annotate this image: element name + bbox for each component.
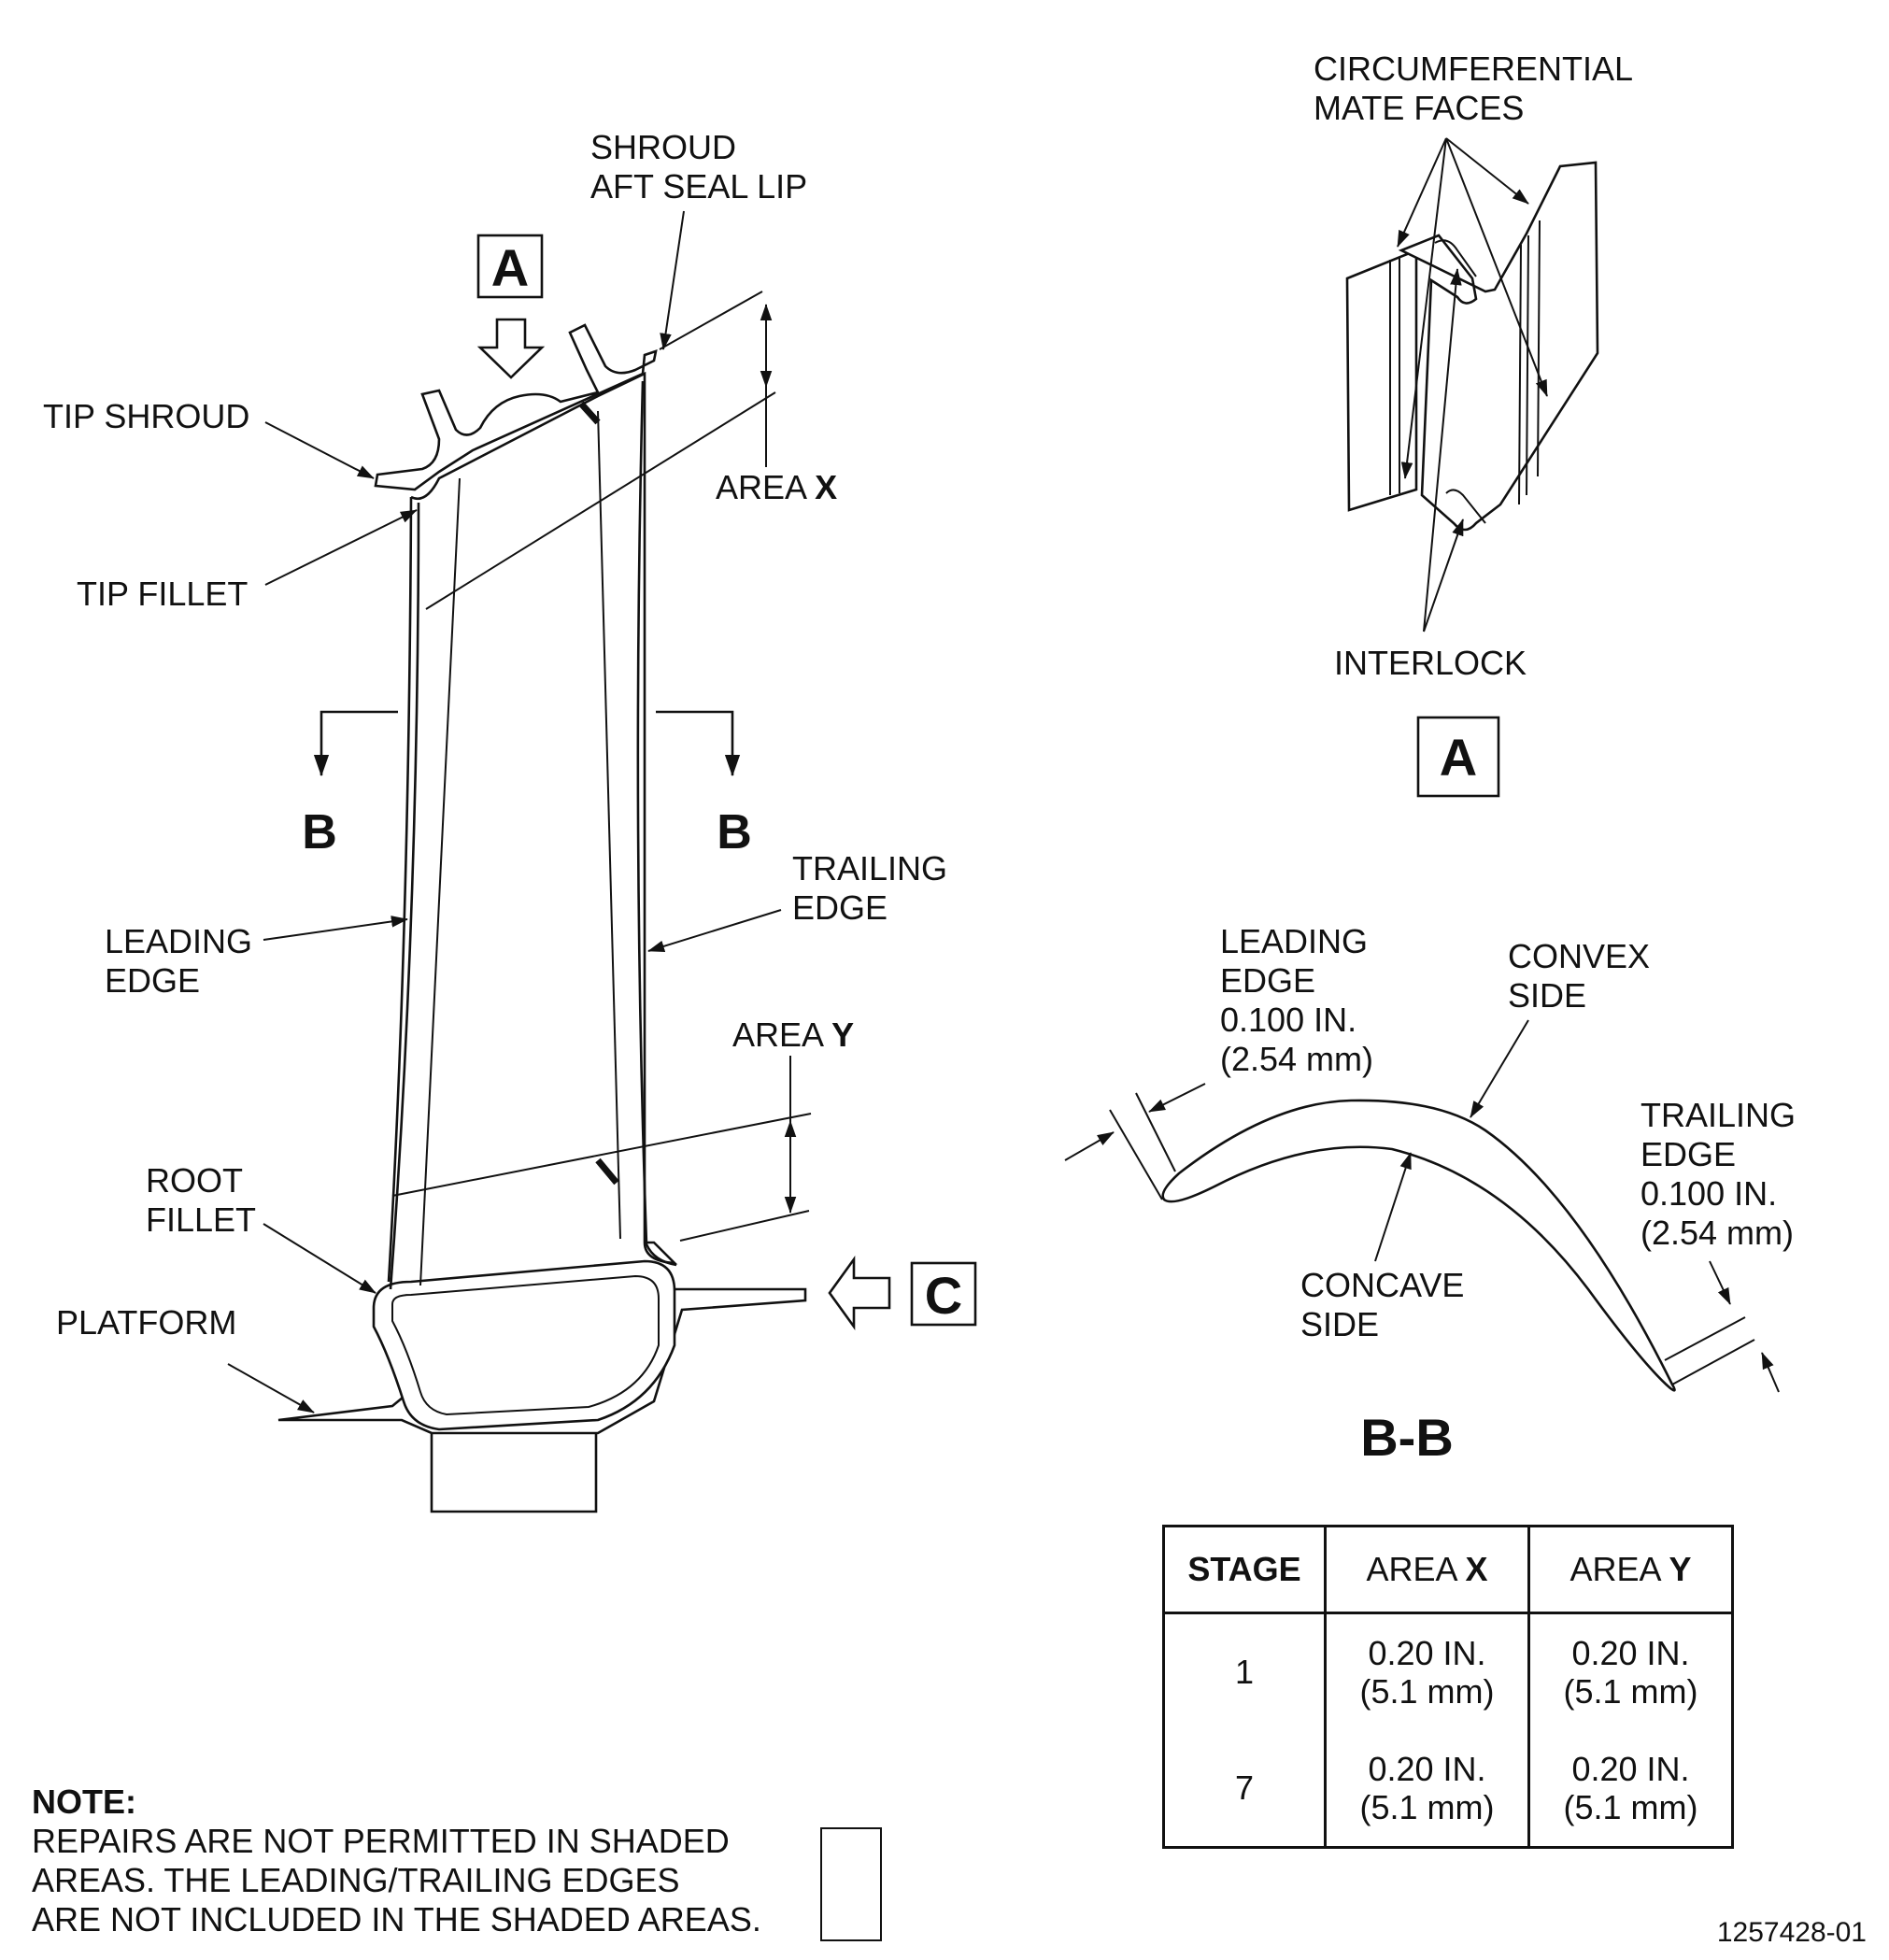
area-limits-table: STAGE AREA X AREA Y 1 0.20 IN.(5.1 mm) 0… (1162, 1525, 1734, 1849)
root-fillet-label: ROOT FILLET (146, 1161, 256, 1239)
airfoil-outline (387, 371, 678, 1283)
te-ext-2 (1664, 1316, 1746, 1361)
trailing-edge-label: TRAILING EDGE (792, 849, 957, 927)
le-ext-1 (1109, 1109, 1163, 1200)
te-ext-1 (1671, 1339, 1755, 1385)
section-cut-right (656, 710, 741, 777)
leader-interlock-2 (1423, 518, 1464, 632)
section-b-b: LEADING EDGE 0.100 IN. (2.54 mm) CONVEX … (1064, 922, 1805, 1467)
leading-edge-label: LEADING EDGE (105, 922, 262, 1000)
platform-label: PLATFORM (56, 1303, 236, 1342)
section-cut-left (313, 710, 398, 777)
table-row: 7 0.20 IN.(5.1 mm) 0.20 IN.(5.1 mm) (1162, 1730, 1734, 1849)
airfoil-te-inner (597, 410, 621, 1240)
shade-tick-root (595, 1158, 619, 1186)
table-cell-area-x: 0.20 IN.(5.1 mm) (1324, 1612, 1530, 1730)
convex-side-label: CONVEX SIDE (1508, 937, 1659, 1015)
root-body (372, 1259, 676, 1431)
area-x-extension-bottom (425, 391, 776, 610)
tip-shroud-label: TIP SHROUD (43, 397, 249, 435)
section-title: B-B (1360, 1408, 1454, 1467)
note-line: AREAS. THE LEADING/TRAILING EDGES (32, 1861, 680, 1899)
area-x-extension-top (659, 291, 763, 350)
note-title: NOTE: (32, 1782, 136, 1821)
leader-platform (227, 1363, 315, 1413)
le-dim-arrow-1 (1064, 1131, 1115, 1161)
le-ext-2 (1135, 1092, 1176, 1172)
view-c-arrow (828, 1255, 891, 1331)
concave-side-label: CONCAVE SIDE (1300, 1266, 1473, 1343)
blade-main-view: SHROUD AFT SEAL LIP A TIP SHROUD TIP FIL… (43, 128, 977, 1513)
circumferential-mate-faces-label: CIRCUMFERENTIAL MATE FACES (1314, 50, 1641, 127)
interlock-notch-bottom (1445, 489, 1486, 524)
table-cell-area-y: 0.20 IN.(5.1 mm) (1527, 1730, 1734, 1849)
leader-root-fillet (263, 1223, 376, 1294)
view-a-arrow (476, 318, 546, 379)
view-c-tag-box (910, 1261, 977, 1327)
table-header-stage: STAGE (1162, 1525, 1327, 1614)
shaded-area-legend-box (820, 1827, 882, 1941)
table-row: 1 0.20 IN.(5.1 mm) 0.20 IN.(5.1 mm) (1162, 1612, 1734, 1730)
blade-shank (430, 1433, 598, 1513)
table-header-area-x: AREA X (1324, 1525, 1530, 1614)
interlock-label: INTERLOCK (1334, 644, 1527, 682)
leader-concave-side (1374, 1152, 1412, 1262)
leader-tip-fillet (264, 509, 418, 586)
leader-trailing-edge (647, 909, 782, 952)
tip-fillet-label: TIP FILLET (77, 575, 248, 613)
shroud-aft-seal-lip-label: SHROUD AFT SEAL LIP (590, 128, 807, 206)
table-cell-stage: 7 (1162, 1730, 1327, 1849)
leader-mate-face-4 (1445, 137, 1529, 205)
te-dim-arrow-1 (1709, 1260, 1731, 1305)
shroud-detail-body (1398, 161, 1599, 532)
view-a-caption-box (1416, 716, 1500, 798)
view-c-tag: C (925, 1266, 962, 1325)
leader-mate-face-3 (1445, 137, 1548, 397)
area-x-label: AREA X (716, 468, 837, 506)
section-leading-edge-label: LEADING EDGE 0.100 IN. (2.54 mm) (1220, 922, 1377, 1078)
table-cell-area-x: 0.20 IN.(5.1 mm) (1324, 1730, 1530, 1849)
section-b-right-label: B (717, 805, 752, 859)
area-y-extension-top (391, 1113, 812, 1197)
tip-shroud-outline (374, 323, 658, 491)
leader-leading-edge (263, 916, 408, 941)
drawing-number: 1257428-01 (1716, 1917, 1867, 1948)
leader-tip-shroud (264, 421, 375, 479)
area-y-extension-bottom (679, 1210, 810, 1242)
leader-shroud-aft-seal-lip (660, 210, 685, 350)
airfoil-le-inner (419, 477, 461, 1286)
interlock-notch-top (1434, 239, 1477, 277)
table-header-row: STAGE AREA X AREA Y (1162, 1525, 1734, 1614)
view-a-caption: A (1440, 728, 1477, 787)
section-trailing-edge-label: TRAILING EDGE 0.100 IN. (2.54 mm) (1640, 1096, 1805, 1252)
note-line: ARE NOT INCLUDED IN THE SHADED AREAS. (32, 1900, 761, 1939)
table-header-area-y: AREA Y (1527, 1525, 1734, 1614)
te-dim-arrow-2 (1761, 1352, 1780, 1393)
shroud-detail-lines (1389, 220, 1541, 505)
shade-tick-tip (578, 401, 601, 425)
leader-interlock-1 (1423, 268, 1462, 632)
root-inner (391, 1274, 660, 1416)
note-line: REPAIRS ARE NOT PERMITTED IN SHADED (32, 1822, 730, 1860)
area-y-label: AREA Y (732, 1016, 854, 1054)
view-a-tag: A (491, 238, 529, 297)
table-cell-stage: 1 (1162, 1612, 1327, 1730)
le-dim-arrow-2 (1148, 1083, 1206, 1113)
view-a-detail: CIRCUMFERENTIAL MATE FACES INTERLOCK A (1314, 50, 1641, 798)
leader-mate-face-2 (1400, 137, 1447, 479)
airfoil-section (1161, 1099, 1676, 1392)
leader-convex-side (1470, 1019, 1529, 1118)
table-cell-area-y: 0.20 IN.(5.1 mm) (1527, 1612, 1734, 1730)
airfoil-trailing-edge (636, 380, 677, 1267)
section-b-left-label: B (302, 805, 337, 859)
airfoil-leading-edge (389, 502, 420, 1290)
leader-mate-face-1 (1397, 137, 1447, 248)
view-a-tag-box (476, 234, 544, 299)
